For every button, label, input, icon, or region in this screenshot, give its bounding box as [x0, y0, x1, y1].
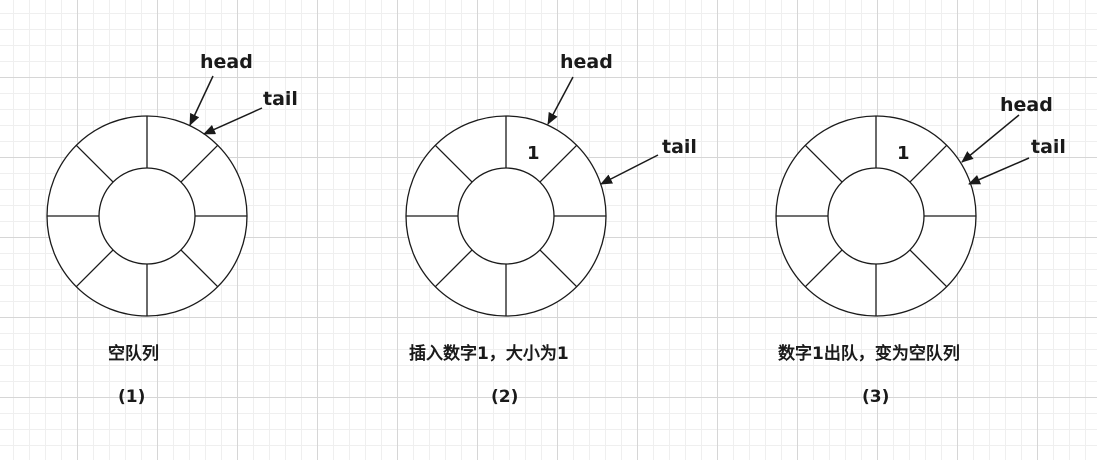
head-pointer-arrow	[961, 114, 1020, 163]
tail-pointer-arrow	[203, 107, 263, 135]
panel-3: 1 head tail 数字1出队，变为空队列 (3)	[775, 94, 1066, 407]
tail-label: tail	[662, 136, 697, 158]
panel-index: (1)	[118, 387, 145, 407]
tail-pointer-arrow	[968, 157, 1030, 185]
head-label: head	[560, 51, 613, 73]
tail-pointer-arrow	[600, 154, 659, 185]
queue-cell-value: 1	[897, 143, 910, 164]
tail-label: tail	[1031, 136, 1066, 158]
head-label: head	[1000, 94, 1053, 116]
panel-index: (2)	[491, 387, 518, 407]
ring-dividers	[406, 116, 606, 316]
head-pointer-arrow	[547, 76, 574, 125]
circular-buffer-ring	[775, 115, 977, 317]
ring-dividers	[47, 116, 247, 316]
panel-caption: 数字1出队，变为空队列	[778, 343, 960, 364]
head-pointer-arrow	[189, 75, 214, 126]
panel-1: head tail 空队列 (1)	[46, 51, 298, 407]
panel-index: (3)	[862, 387, 889, 407]
tail-label: tail	[263, 88, 298, 110]
ring-dividers	[776, 116, 976, 316]
circular-buffer-ring	[46, 115, 248, 317]
queue-cell-value: 1	[527, 143, 540, 164]
head-label: head	[200, 51, 253, 73]
panel-caption: 插入数字1，大小为1	[409, 343, 569, 364]
panel-caption: 空队列	[108, 343, 159, 364]
circular-buffer-ring	[405, 115, 607, 317]
panel-2: 1 head tail 插入数字1，大小为1 (2)	[405, 51, 697, 407]
